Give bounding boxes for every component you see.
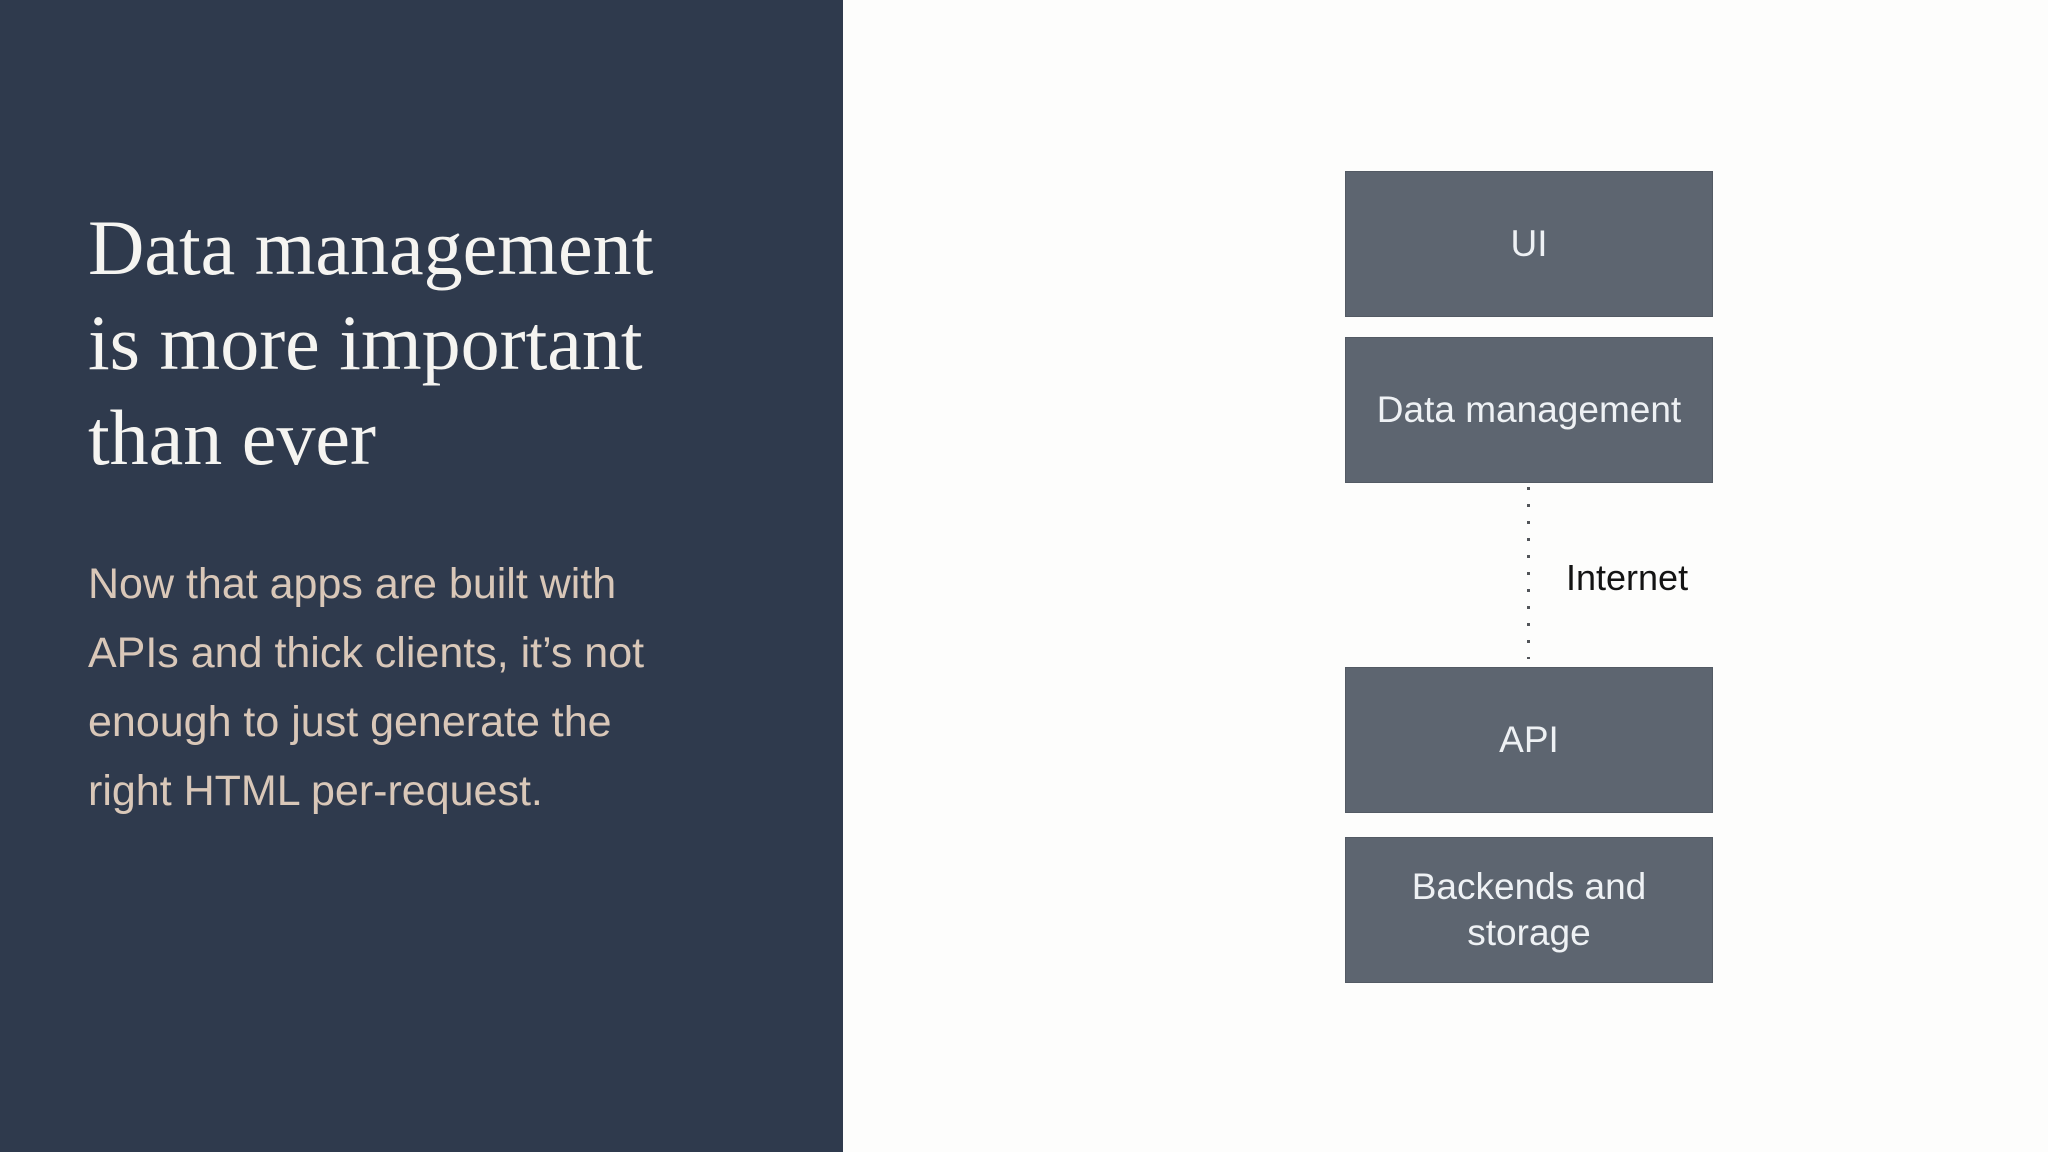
diagram-box-api-label: API [1499, 719, 1559, 760]
dotted-connector-line [1527, 487, 1530, 659]
diagram-box-data-management: Data management [1345, 337, 1713, 483]
slide-title: Data management is more important than e… [88, 204, 654, 481]
diagram-box-ui: UI [1345, 171, 1713, 317]
connector-label-internet: Internet [1566, 557, 1689, 598]
diagram-box-ui-label: UI [1510, 223, 1548, 264]
left-text-panel: Data management is more important than e… [0, 0, 843, 1152]
slide-body-text: Now that apps are built with APIs and th… [88, 560, 645, 815]
diagram-box-backends-storage: Backends and storage [1345, 837, 1713, 983]
diagram-box-api: API [1345, 667, 1713, 813]
diagram-box-backends-storage-label: Backends and storage [1411, 866, 1647, 953]
diagram-box-data-management-label: Data management [1376, 389, 1682, 430]
